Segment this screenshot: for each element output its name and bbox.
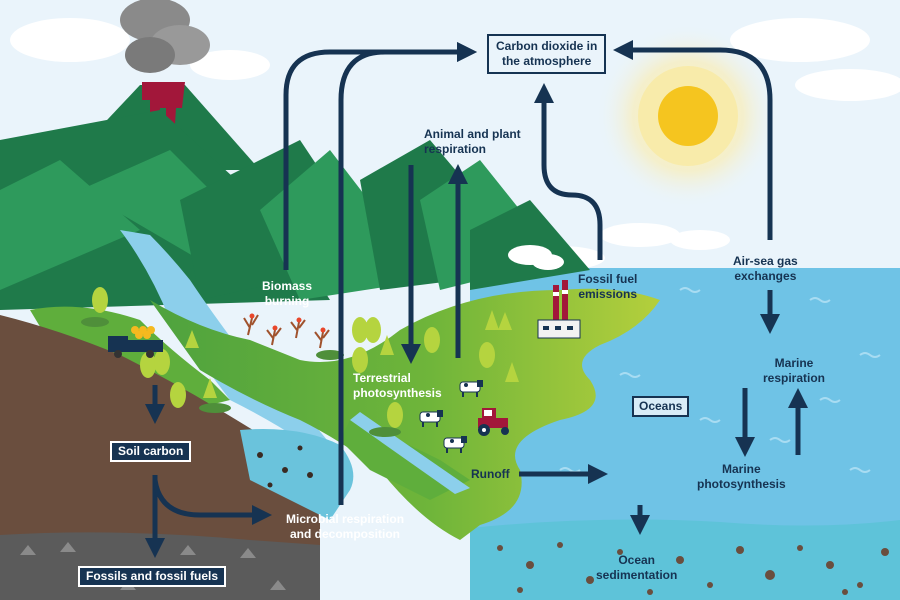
air-sea-gas-exchanges-line-1: Air-sea gas [733, 254, 798, 268]
soil-carbon-label: Soil carbon [110, 441, 192, 462]
mountain-range [0, 110, 590, 310]
tree-icon [81, 287, 519, 437]
flame-icon [249, 313, 326, 333]
soil-water [240, 429, 354, 520]
fossils-label: Fossils and fossil fuels [78, 566, 227, 587]
biomass-burning-line-2: burning [264, 294, 310, 308]
cloud-icon [10, 18, 900, 270]
biomass-burning-label: Biomass burning [262, 279, 312, 309]
ocean-floor [470, 519, 900, 600]
microbial-respiration-line-1: Microbial respiration [286, 512, 405, 526]
soil-pebbles [257, 445, 313, 488]
air-sea-gas-exchanges-label: Air-sea gas exchanges [733, 254, 798, 284]
marine-photosynthesis-line-1: Marine [722, 462, 761, 476]
atmosphere-label-line-2: the atmosphere [501, 54, 592, 68]
ocean-sedimentation-label: Ocean sedimentation [596, 553, 677, 583]
animal-plant-respiration-line-1: Animal and plant [424, 127, 521, 141]
microbial-respiration-label: Microbial respiration and decomposition [286, 512, 404, 542]
arrow-microbial-to-atmosphere [338, 42, 477, 505]
truck-icon [108, 326, 163, 358]
marine-respiration-label: Marine respiration [763, 356, 825, 386]
marine-respiration-line-1: Marine [774, 356, 814, 370]
marine-respiration-line-2: respiration [763, 371, 826, 385]
flow-arrows [145, 40, 808, 558]
animal-plant-respiration-label: Animal and plant respiration [424, 127, 521, 157]
atmosphere-label-box: Carbon dioxide in the atmosphere [487, 34, 607, 74]
animal-plant-respiration-line-2: respiration [424, 142, 487, 156]
factory-icon [508, 245, 581, 339]
arrow-air-sea-up [613, 40, 773, 240]
farmland [150, 288, 660, 540]
arrow-fossil-emissions [534, 83, 603, 260]
marine-photosynthesis-label: Marine photosynthesis [697, 462, 786, 492]
air-sea-gas-exchanges-line-2: exchanges [734, 269, 797, 283]
tractor-icon [478, 408, 509, 436]
terrestrial-photosynthesis-label: Terrestrial photosynthesis [353, 371, 442, 401]
oceans-label: Oceans [632, 396, 690, 417]
runoff-label: Runoff [471, 467, 510, 481]
fossil-fuel-emissions-label: Fossil fuel emissions [578, 272, 637, 302]
fossil-fuel-emissions-line-2: emissions [578, 287, 638, 301]
ocean-sediment [497, 542, 889, 595]
ocean-sedimentation-line-1: Ocean [618, 553, 656, 567]
marine-photosynthesis-line-2: photosynthesis [697, 477, 786, 491]
arrow-soil-to-microbial [152, 479, 272, 525]
burning-shrub-icon [243, 314, 330, 349]
biomass-burning-line-1: Biomass [262, 279, 313, 293]
atmosphere-label-line-1: Carbon dioxide in [496, 39, 598, 53]
ocean-sedimentation-line-2: sedimentation [596, 568, 678, 582]
arrow-biomass-burning [283, 42, 477, 270]
terrestrial-photosynthesis-line-1: Terrestrial [353, 371, 411, 385]
fossil-fuel-emissions-line-1: Fossil fuel [578, 272, 638, 286]
microbial-respiration-line-2: and decomposition [290, 527, 401, 541]
cow-icon [419, 380, 483, 453]
sun-icon [596, 24, 780, 208]
terrestrial-photosynthesis-line-2: photosynthesis [353, 386, 442, 400]
